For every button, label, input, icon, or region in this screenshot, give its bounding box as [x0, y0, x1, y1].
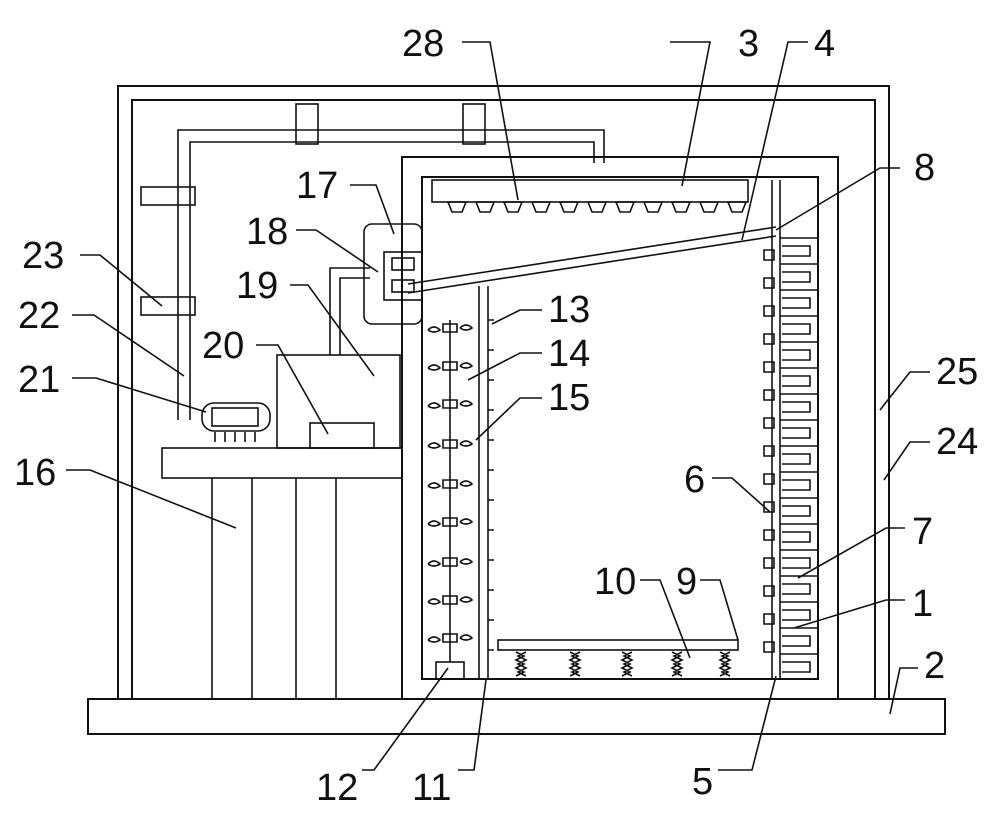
leader-lines [66, 41, 930, 771]
pipe-network [177, 103, 605, 420]
pipe-valves [140, 186, 196, 316]
label-4: 4 [814, 23, 835, 65]
label-15: 15 [548, 377, 590, 419]
label-19: 19 [236, 265, 278, 307]
compressor-unit [309, 422, 375, 449]
label-10: 10 [594, 561, 636, 603]
label-23: 23 [22, 235, 64, 277]
pump [201, 402, 271, 442]
left-rail [478, 286, 494, 679]
fan-motor [435, 661, 465, 680]
label-9: 9 [676, 561, 697, 603]
label-24: 24 [936, 421, 978, 463]
labels: 28 3 4 8 17 18 19 23 22 21 20 16 13 14 1… [14, 23, 978, 809]
label-25: 25 [936, 351, 978, 393]
right-rail [763, 180, 781, 679]
label-1: 1 [912, 583, 933, 625]
label-21: 21 [18, 359, 60, 401]
inner-chamber [401, 156, 839, 700]
label-12: 12 [316, 767, 358, 809]
spray-nozzles [446, 201, 748, 213]
label-14: 14 [548, 333, 590, 375]
label-22: 22 [18, 295, 60, 337]
label-6: 6 [684, 459, 705, 501]
label-7: 7 [912, 511, 933, 553]
inclined-pipe [407, 226, 777, 294]
spring-platform [497, 639, 739, 677]
spray-bar [431, 179, 749, 213]
label-28: 28 [402, 23, 444, 65]
label-8: 8 [914, 147, 935, 189]
fan-blades [427, 324, 474, 643]
label-3: 3 [738, 23, 759, 65]
heat-sink-fins [780, 237, 818, 673]
springs [514, 651, 732, 677]
label-5: 5 [692, 761, 713, 803]
label-13: 13 [548, 289, 590, 331]
label-17: 17 [296, 165, 338, 207]
fan-shaft [427, 320, 474, 662]
label-18: 18 [246, 211, 288, 253]
label-16: 16 [14, 452, 56, 494]
label-11: 11 [412, 767, 451, 809]
outer-housing [117, 85, 890, 700]
label-2: 2 [924, 645, 945, 687]
compressor-box [276, 354, 401, 449]
support-table [161, 447, 403, 699]
label-20: 20 [202, 325, 244, 367]
base-plate [87, 698, 946, 735]
